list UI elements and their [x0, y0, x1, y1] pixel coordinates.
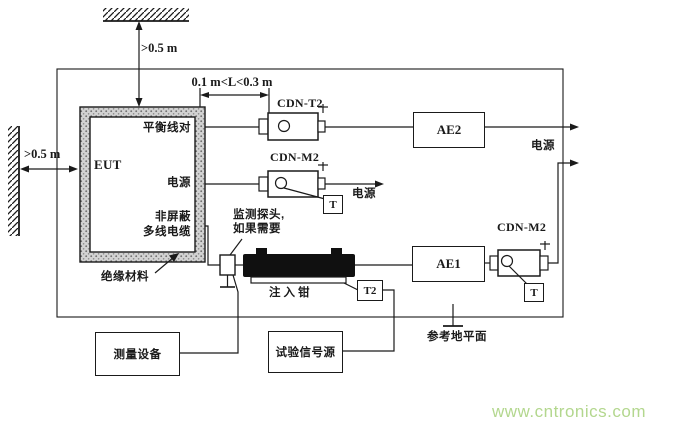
- left-clearance-label: >0.5 m: [24, 147, 61, 161]
- cdn-m2-left-label: CDN-M2: [270, 150, 320, 164]
- ae2-output-arrow: [485, 123, 579, 131]
- cable-length-label: 0.1 m<L<0.3 m: [191, 75, 273, 89]
- insulation-label: 绝缘材料: [101, 271, 149, 283]
- ae2-box: AE2: [413, 112, 485, 148]
- monitor-probe-label-line1: 监测探头,: [233, 209, 285, 221]
- injection-clamp-label: 注入钳: [269, 287, 313, 299]
- power-output-arrow: [325, 180, 384, 188]
- test-signal-source-box: 试验信号源: [268, 331, 343, 373]
- vertical-clearance-arrow: [135, 21, 143, 107]
- right-power-arrow: [548, 159, 579, 264]
- monitor-probe-label-line2: 如果需要: [233, 223, 281, 235]
- measuring-equipment-box: 测量设备: [95, 332, 180, 376]
- test-area-boundary: [56, 68, 564, 318]
- cdn-m2-right-device: [489, 241, 550, 285]
- balanced-pair-label: 平衡线对: [143, 122, 191, 134]
- reference-ground-label: 参考地平面: [427, 331, 487, 343]
- t-box-left: T: [323, 195, 343, 214]
- top-clearance-label: >0.5 m: [141, 41, 178, 55]
- reference-ground-icon: [443, 304, 463, 327]
- t-box-right: T: [524, 283, 544, 302]
- t2-box: T2: [357, 280, 383, 301]
- ceiling-ground-icon: [103, 8, 189, 22]
- eut-label: EUT: [94, 157, 122, 172]
- eut-power-label: 电源: [167, 177, 191, 189]
- cdn-t2-label: CDN-T2: [277, 96, 323, 110]
- insulation-pointer-arrow: [154, 253, 179, 274]
- power-right-label: 电源: [531, 140, 555, 152]
- cdn-t2-device: [258, 104, 328, 141]
- cdn-m2-right-label: CDN-M2: [497, 220, 547, 234]
- site-watermark: www.cntronics.com: [492, 402, 646, 421]
- unshielded-cable-label-line1: 非屏蔽: [155, 211, 191, 223]
- horizontal-clearance-arrow: [20, 165, 78, 173]
- cable-length-dimension-arrow: [199, 88, 270, 114]
- unshielded-cable-line: [205, 225, 220, 266]
- cdn-m2-left-device: [258, 162, 328, 200]
- injection-clamp-icon: [243, 248, 359, 291]
- monitor-probe: [219, 238, 243, 288]
- unshielded-cable-label-line2: 多线电缆: [143, 226, 191, 238]
- t2-to-source-line: [343, 289, 395, 352]
- power-mid-label: 电源: [352, 188, 376, 200]
- eut-enclosure: [79, 106, 206, 263]
- wall-ground-icon: [8, 126, 20, 236]
- probe-to-meter-line: [180, 274, 239, 354]
- ae1-box: AE1: [412, 246, 485, 282]
